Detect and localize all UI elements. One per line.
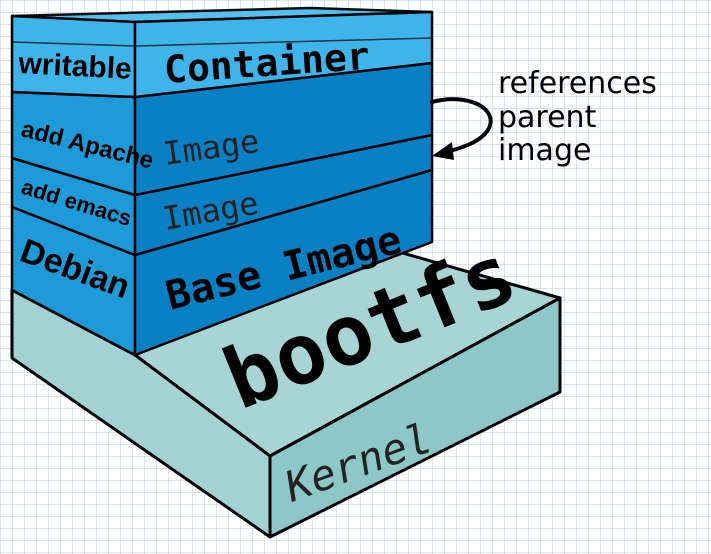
container-face: [133, 10, 434, 99]
annotation-line-2: parent: [498, 100, 597, 135]
container-inner-edge-2: [134, 37, 433, 47]
kernel-front-face: [268, 296, 562, 539]
container-layer: [10, 6, 434, 99]
curved-arrow-icon: [430, 97, 493, 160]
writable-label: writable: [17, 47, 133, 86]
annotation-line-3: image: [498, 133, 591, 168]
kernel-block: [10, 246, 562, 539]
annotation-line-1: references: [498, 66, 657, 101]
container-inner-edge: [11, 41, 136, 47]
